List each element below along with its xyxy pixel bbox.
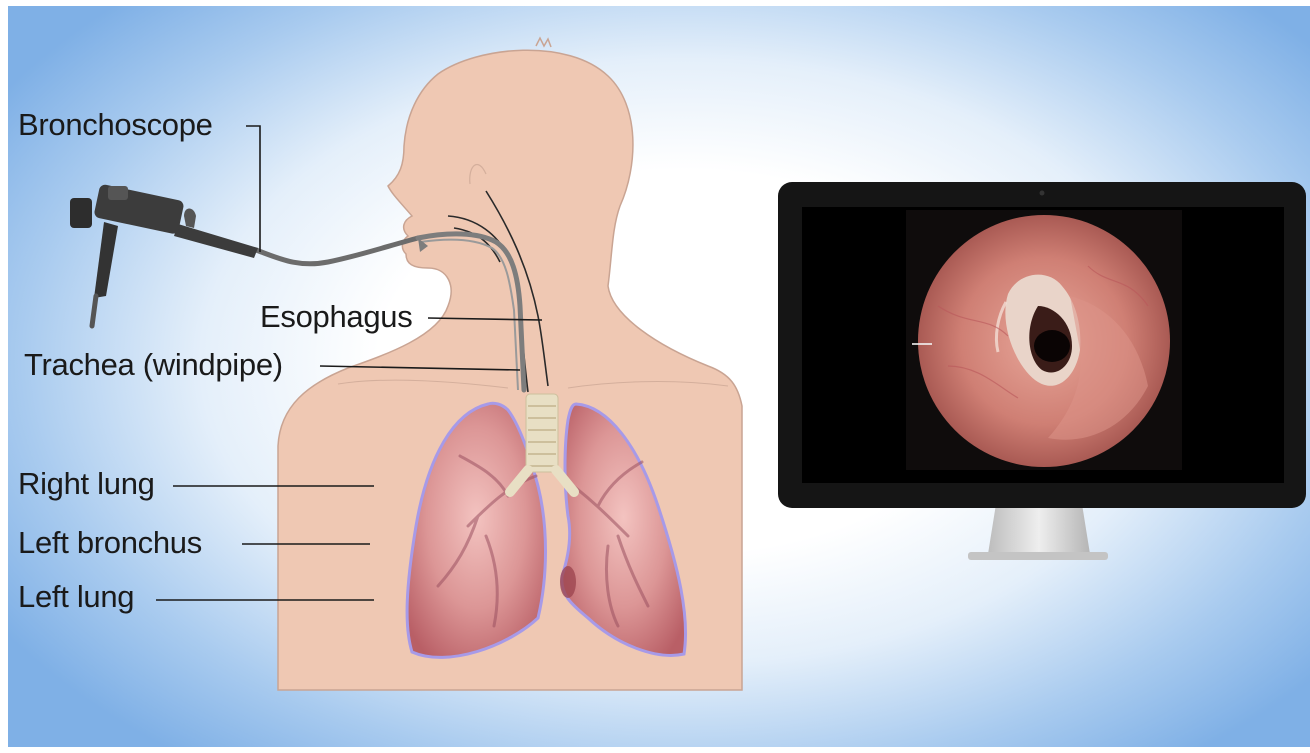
leader-bronchoscope [246,126,260,252]
hair-tuft [536,38,551,47]
label-left-bronchus: Left bronchus [18,526,202,560]
label-bronchoscope: Bronchoscope [18,108,213,142]
monitor-icon [778,182,1306,560]
label-esophagus: Esophagus [260,300,412,334]
label-trachea: Trachea (windpipe) [24,348,283,382]
monitor-stand-neck [988,504,1090,554]
bronchoscopy-diagram: Bronchoscope Esophagus Trachea (windpipe… [8,6,1310,747]
label-left-lung: Left lung [18,580,134,614]
scope-umbilical [92,296,96,326]
scope-handle [94,222,118,298]
left-bronchus-opening [560,566,576,598]
monitor-stand-base [968,552,1108,560]
scope-neck [174,224,258,258]
monitor-camera-dot [1040,191,1045,196]
scope-eyepiece [70,198,92,228]
label-right-lung: Right lung [18,467,155,501]
scope-valve [184,209,196,229]
scope-control-knob [108,186,128,200]
scope-cable [256,238,418,264]
